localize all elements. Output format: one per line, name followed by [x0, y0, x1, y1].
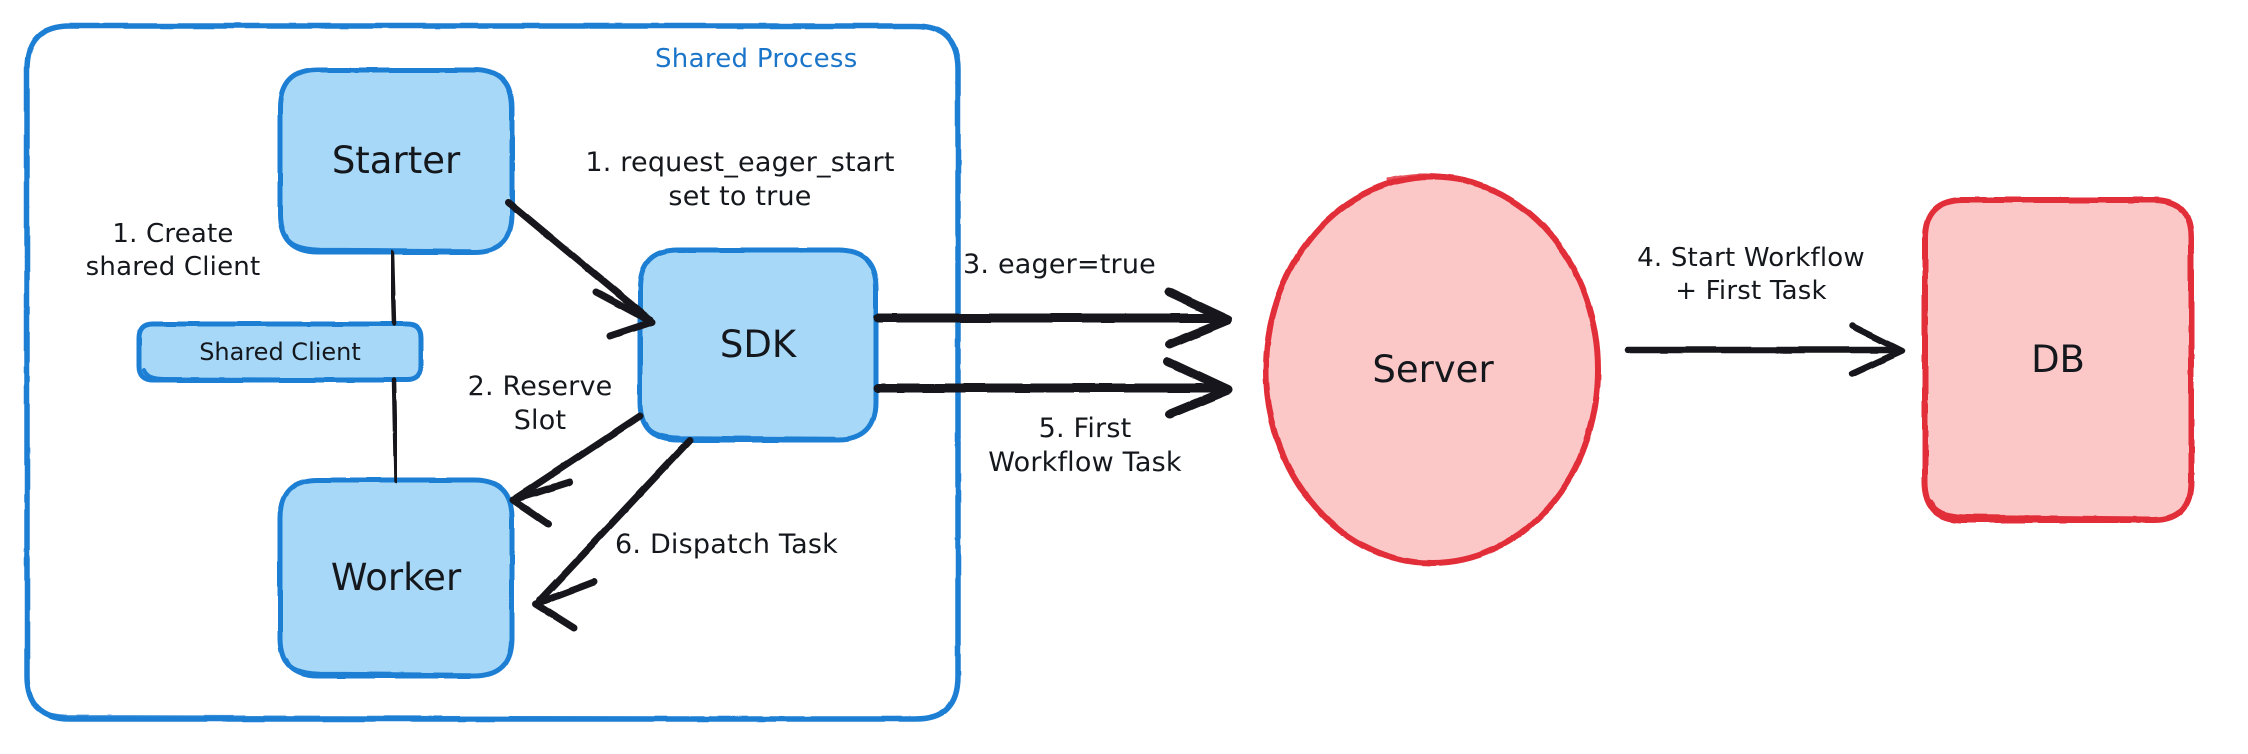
node-db-shape [1922, 197, 2194, 523]
edge-start-workflow-arrow [1624, 322, 1906, 378]
edge-dispatch-task-arrow [532, 436, 694, 632]
edge-label-reserve-slot: 2. Reserve Slot [467, 371, 613, 437]
edge-label-eager-true: 3. eager=true [963, 249, 1156, 280]
edge-label-start-workflow: 4. Start Workflow + First Task [1637, 243, 1865, 306]
node-worker-shape [277, 477, 515, 679]
edge-request-eager-start-arrow [504, 198, 656, 340]
node-sdk-shape [637, 247, 879, 443]
edge-create-shared-client-line [389, 249, 399, 484]
edge-label-create-shared-client: 1. Create shared Client [85, 219, 261, 282]
shared-process-label: Shared Process [655, 44, 858, 74]
shared-process-container [24, 23, 961, 722]
node-server-shape [1263, 173, 1601, 566]
edge-label-first-workflow-task: 5. First Workflow Task [988, 413, 1182, 479]
edge-label-dispatch-task: 6. Dispatch Task [615, 529, 838, 560]
edge-reserve-slot-arrow [509, 412, 644, 528]
edge-eager-true-arrow [873, 287, 1233, 349]
node-starter-shape [277, 67, 515, 255]
edge-label-request-eager-start: 1. request_eager_start set to true [585, 147, 895, 213]
edge-first-workflow-task-arrow [873, 357, 1233, 419]
node-shared-client-shape [136, 321, 424, 383]
